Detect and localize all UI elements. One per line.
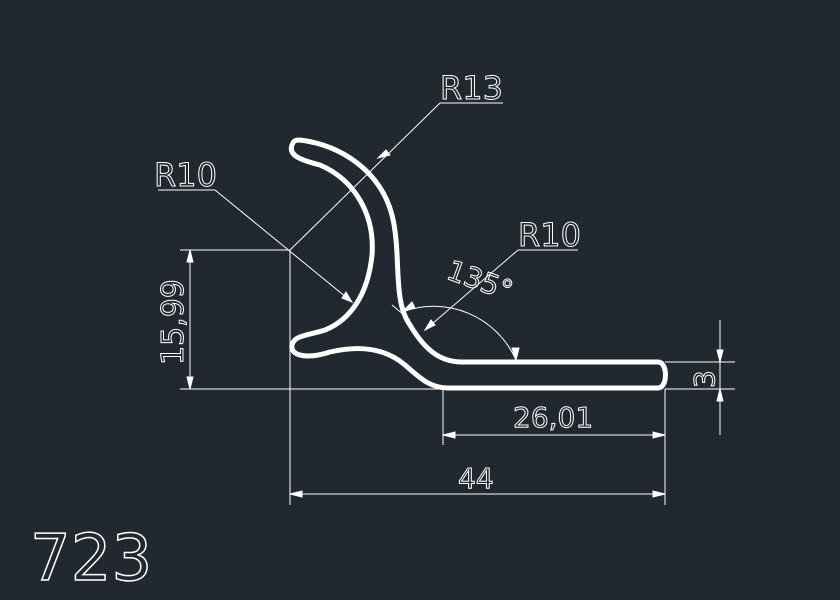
profile-outline — [288, 137, 668, 391]
dim-height: 15,99 — [156, 279, 191, 365]
dim-angle: 135° — [443, 254, 518, 308]
part-number: 723 — [30, 522, 152, 596]
dim-r10-right: R10 — [518, 216, 581, 254]
dim-r10-left: R10 — [154, 156, 217, 194]
dim-width: 44 — [458, 462, 494, 495]
dim-r13: R13 — [440, 69, 503, 107]
dimension-lines — [158, 102, 735, 505]
dim-flange: 26,01 — [513, 401, 593, 434]
arrowheads — [186, 149, 724, 498]
dim-thickness: 3 — [688, 370, 721, 388]
